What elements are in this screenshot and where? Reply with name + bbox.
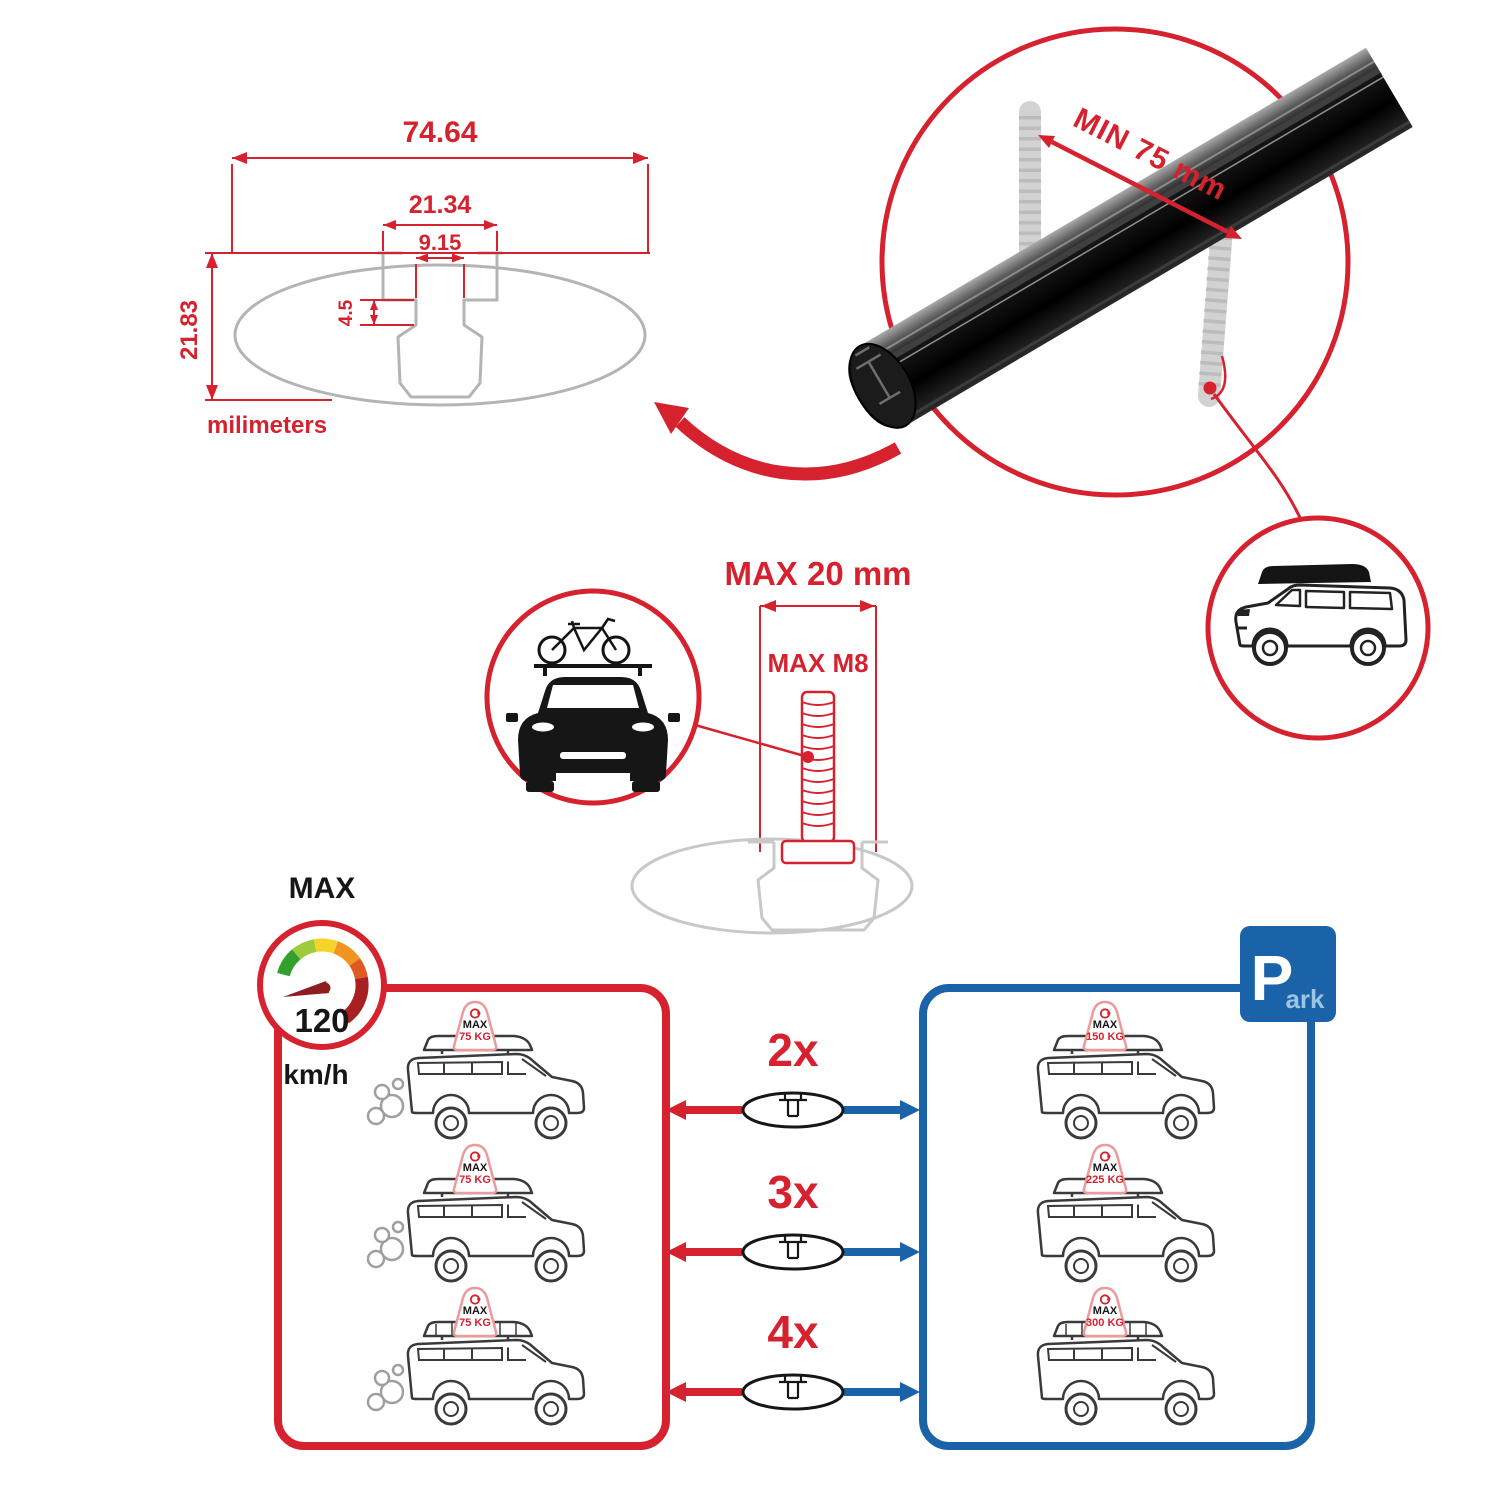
bar-cross-section-icon <box>741 1233 845 1271</box>
tag-load-value: 225 KG <box>1086 1174 1124 1186</box>
dim-profile-height <box>205 252 650 401</box>
speed-unit: km/h <box>283 1059 348 1090</box>
suv-roofbox-icon <box>1234 564 1408 666</box>
parked-cars: MAX 150 KG MAX 225 KG MAX 300 KG <box>1036 1000 1216 1426</box>
tag-max-label: MAX <box>1093 1162 1118 1174</box>
park-sign: P ark <box>1240 926 1336 1022</box>
bolt-width-dimension <box>759 600 877 852</box>
leader-line <box>1212 393 1304 523</box>
tag-load-value: 75 KG <box>459 1317 491 1329</box>
car-bike-circle-group <box>484 588 702 806</box>
speedometer-needle <box>283 981 329 997</box>
bolt-leader-dot <box>802 751 814 763</box>
red-arrow-icon <box>666 1242 742 1262</box>
driving-cars: MAX 75 KG MAX 75 KG MAX 75 KG <box>366 1000 586 1426</box>
profile-ellipse <box>233 263 647 407</box>
tag-load-value: 75 KG <box>459 1031 491 1043</box>
red-arrow-icon <box>666 1382 742 1402</box>
max-thread-label: MAX M8 <box>767 648 868 678</box>
min-span-arrow-icon <box>1038 135 1242 239</box>
bar-count-label: 2x <box>767 1024 819 1076</box>
load-tag: MAX 225 KG <box>1082 1143 1128 1195</box>
bar-detail-group: MIN 75 mm <box>848 26 1413 523</box>
units-label: milimeters <box>207 412 327 439</box>
lip-depth-value: 4.5 <box>336 299 357 326</box>
car-front-icon <box>506 677 680 792</box>
tbolt-icon <box>780 690 856 865</box>
profile-height-value: 21.83 <box>176 300 203 360</box>
tag-max-label: MAX <box>463 1019 488 1031</box>
dim-lip-depth <box>360 299 414 326</box>
red-arrow-icon <box>666 1100 742 1120</box>
crossbar-3d-icon <box>848 47 1413 429</box>
park-sign-box <box>1240 926 1336 1022</box>
profile-dimension-drawing: 74.64 21.34 9.15 4.5 21.83 milimeters <box>176 116 650 439</box>
speed-max-label: MAX <box>289 872 356 905</box>
dim-outer-slot <box>382 220 498 251</box>
speedometer-dial <box>277 938 369 1024</box>
tag-max-label: MAX <box>463 1305 488 1317</box>
max-width-label: MAX 20 mm <box>724 555 911 592</box>
load-tag: MAX 75 KG <box>452 1286 498 1338</box>
load-tag: MAX 75 KG <box>452 1143 498 1195</box>
load-tag: MAX 300 KG <box>1082 1286 1128 1338</box>
curved-pointer-arrow-icon <box>654 402 902 481</box>
bar-count-rows: 2x 3x 4x <box>666 1024 920 1411</box>
bar-count-label: 4x <box>767 1306 819 1358</box>
tag-max-label: MAX <box>463 1162 488 1174</box>
blue-arrow-icon <box>844 1100 920 1120</box>
total-width-value: 74.64 <box>402 116 477 149</box>
speed-limit-group: MAX 120 km/h <box>257 872 387 1090</box>
tag-max-label: MAX <box>1093 1305 1118 1317</box>
tag-load-value: 300 KG <box>1086 1317 1124 1329</box>
bolt-leader-line <box>694 723 809 759</box>
tag-load-value: 150 KG <box>1086 1031 1124 1043</box>
outer-slot-value: 21.34 <box>409 191 472 219</box>
load-tag: MAX 150 KG <box>1082 1000 1128 1052</box>
bar-cross-section-icon <box>741 1091 845 1129</box>
bar-cross-section-icon <box>741 1373 845 1411</box>
clamp-icon <box>1019 101 1233 407</box>
dim-inner-slot <box>415 253 465 298</box>
needle-pivot <box>319 982 331 994</box>
tag-load-value: 75 KG <box>459 1174 491 1186</box>
ghost-profile-icon <box>630 837 914 935</box>
bar-count-label: 3x <box>767 1166 819 1218</box>
roofbox-suv-circle <box>1205 515 1431 741</box>
tag-max-label: MAX <box>1093 1019 1118 1031</box>
park-sign-letter: P <box>1251 942 1294 1014</box>
tbolt-group: MAX 20 mm MAX M8 <box>630 555 914 935</box>
dim-total-width <box>231 152 649 253</box>
speed-value: 120 <box>294 1002 349 1039</box>
blue-arrow-icon <box>844 1242 920 1262</box>
blue-arrow-icon <box>844 1382 920 1402</box>
park-sign-suffix: ark <box>1285 984 1325 1014</box>
inner-slot-value: 9.15 <box>419 230 462 255</box>
leader-dot <box>1203 381 1217 395</box>
bike-icon <box>534 617 652 676</box>
load-tag: MAX 75 KG <box>452 1000 498 1052</box>
